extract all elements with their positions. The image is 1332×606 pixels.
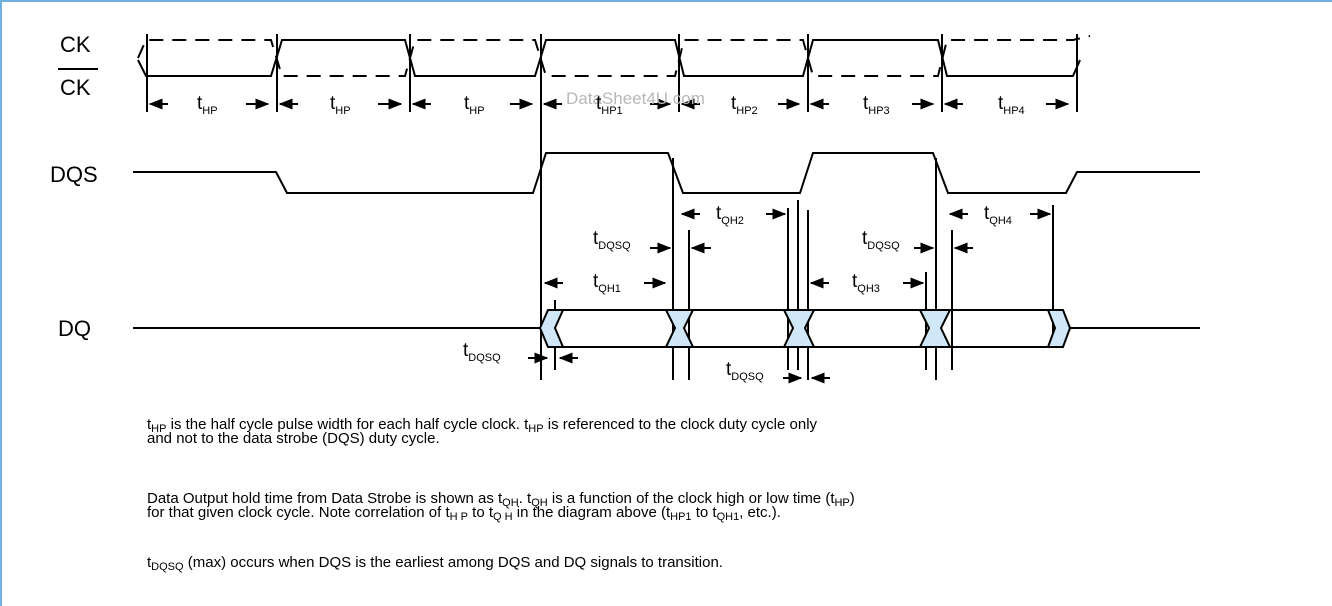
svg-text:tHP: tHP — [464, 93, 485, 117]
dq-label: DQ — [58, 316, 91, 341]
note-tdqsq: tDQSQ (max) occurs when DQS is the earli… — [147, 554, 723, 573]
svg-text:tDQSQ: tDQSQ — [463, 340, 501, 364]
svg-text:tQH4: tQH4 — [984, 203, 1012, 227]
svg-text:tDQSQ: tDQSQ — [862, 228, 900, 252]
svg-text:tHP: tHP — [330, 93, 351, 117]
dqs-waveform — [133, 152, 1200, 194]
svg-text:tHP1: tHP1 — [596, 93, 623, 117]
thp-labels: tHP tHP tHP tHP1 tHP2 tHP3 tHP4 — [197, 93, 1025, 117]
note-thp: tHP is the half cycle pulse width for ea… — [147, 416, 818, 447]
svg-text:tHP: tHP — [197, 93, 218, 117]
svg-text:tDQSQ: tDQSQ — [726, 359, 764, 383]
svg-text:tHP2: tHP2 — [731, 93, 758, 117]
svg-text:tHP3: tHP3 — [863, 93, 890, 117]
svg-text:tHP4: tHP4 — [998, 93, 1025, 117]
svg-text:tQH1: tQH1 — [593, 271, 621, 295]
clock-crossing-markers — [146, 34, 1078, 380]
dq-waveform — [133, 309, 1200, 348]
ck-label: CK — [60, 32, 91, 57]
dqs-label: DQS — [50, 162, 98, 187]
svg-text:tQH3: tQH3 — [852, 271, 880, 295]
note-tqh: Data Output hold time from Data Strobe i… — [147, 490, 855, 523]
tqh-tdqsq-arrows — [528, 208, 1052, 384]
ck-bar-label: CK — [60, 75, 91, 100]
svg-text:tDQSQ: tDQSQ — [593, 228, 631, 252]
tqh-tdqsq-labels: tQH2 tQH4 tDQSQ tDQSQ tQH1 tQH3 tDQSQ tD… — [463, 203, 1012, 383]
svg-text:tQH2: tQH2 — [716, 203, 744, 227]
watermark: DataSheet4U.com — [566, 89, 705, 108]
